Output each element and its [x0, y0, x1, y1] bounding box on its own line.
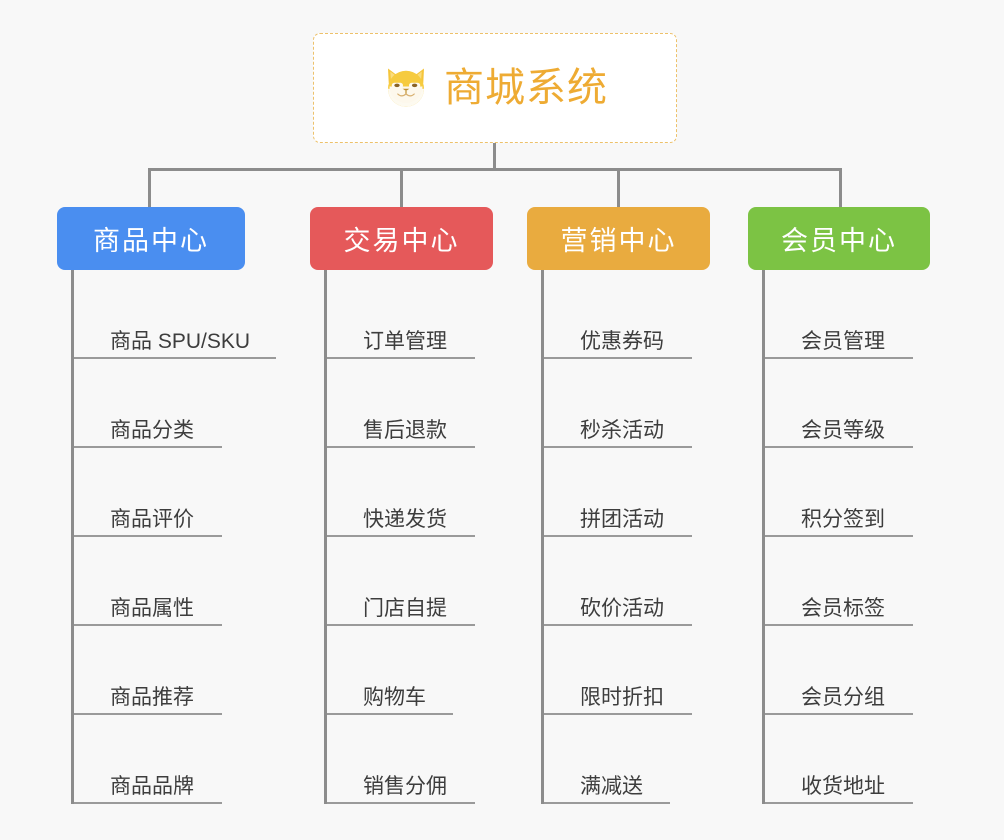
list-item[interactable]: 门店自提	[327, 537, 493, 626]
branch-column-member: 会员中心 会员管理 会员等级 积分签到 会员标签 会员分组	[748, 207, 930, 804]
branch-header-label: 会员中心	[781, 226, 897, 256]
list-item[interactable]: 销售分佣	[327, 715, 493, 804]
branch-header-marketing[interactable]: 营销中心	[527, 207, 710, 270]
leaf-underline	[327, 535, 475, 537]
leaf-underline	[765, 713, 913, 715]
list-item[interactable]: 收货地址	[765, 715, 930, 804]
leaf-label: 销售分佣	[363, 774, 447, 798]
leaf-underline	[74, 713, 222, 715]
branch-header-label: 商品中心	[93, 226, 209, 256]
list-item[interactable]: 商品 SPU/SKU	[74, 270, 276, 359]
leaf-label: 购物车	[363, 685, 426, 709]
leaf-underline	[544, 357, 692, 359]
leaf-label: 优惠券码	[580, 329, 664, 353]
connector-horizontal-bus	[148, 168, 842, 171]
leaf-underline	[765, 535, 913, 537]
list-item[interactable]: 限时折扣	[544, 626, 710, 715]
leaf-label: 秒杀活动	[580, 418, 664, 442]
leaf-underline	[544, 802, 670, 804]
list-item[interactable]: 砍价活动	[544, 537, 710, 626]
leaf-underline	[74, 535, 222, 537]
list-item[interactable]: 快递发货	[327, 448, 493, 537]
leaf-underline	[544, 624, 692, 626]
leaf-underline	[765, 624, 913, 626]
root-title: 商城系统	[444, 66, 608, 110]
leaf-label: 限时折扣	[580, 685, 664, 709]
leaf-underline	[544, 713, 692, 715]
leaf-label: 商品评价	[110, 507, 194, 531]
leaf-label: 商品属性	[110, 596, 194, 620]
leaf-label: 会员等级	[801, 418, 885, 442]
shiba-dog-icon	[388, 68, 424, 107]
leaf-label: 满减送	[580, 774, 643, 798]
leaf-underline	[765, 357, 913, 359]
leaf-label: 砍价活动	[580, 596, 664, 620]
leaf-underline	[327, 446, 475, 448]
branch-column-product: 商品中心 商品 SPU/SKU 商品分类 商品评价 商品属性 商品推荐	[57, 207, 276, 804]
leaf-underline	[765, 802, 913, 804]
list-item[interactable]: 秒杀活动	[544, 359, 710, 448]
connector-drop-2	[400, 168, 403, 207]
leaf-label: 会员管理	[801, 329, 885, 353]
leaf-underline	[327, 357, 475, 359]
list-item[interactable]: 会员管理	[765, 270, 930, 359]
list-item[interactable]: 优惠券码	[544, 270, 710, 359]
connector-drop-1	[148, 168, 151, 207]
list-item[interactable]: 会员标签	[765, 537, 930, 626]
leaf-underline	[74, 446, 222, 448]
list-item[interactable]: 拼团活动	[544, 448, 710, 537]
branch-column-trade: 交易中心 订单管理 售后退款 快递发货 门店自提 购物车	[310, 207, 493, 804]
branch-column-marketing: 营销中心 优惠券码 秒杀活动 拼团活动 砍价活动 限时折扣	[527, 207, 710, 804]
leaf-underline	[74, 357, 276, 359]
list-item[interactable]: 商品属性	[74, 537, 245, 626]
branch-header-member[interactable]: 会员中心	[748, 207, 930, 270]
list-item[interactable]: 商品分类	[74, 359, 245, 448]
list-item[interactable]: 会员分组	[765, 626, 930, 715]
list-item[interactable]: 商品评价	[74, 448, 245, 537]
connector-drop-3	[617, 168, 620, 207]
leaf-underline	[74, 624, 222, 626]
branch-header-label: 交易中心	[343, 226, 460, 256]
branch-spine-trade: 订单管理 售后退款 快递发货 门店自提 购物车 销售分佣	[324, 270, 493, 804]
branch-spine-product: 商品 SPU/SKU 商品分类 商品评价 商品属性 商品推荐 商品品牌	[71, 270, 276, 804]
leaf-underline	[765, 446, 913, 448]
leaf-label: 商品推荐	[110, 685, 194, 709]
leaf-label: 门店自提	[363, 596, 447, 620]
leaf-underline	[74, 802, 222, 804]
list-item[interactable]: 商品推荐	[74, 626, 245, 715]
leaf-label: 收货地址	[801, 774, 885, 798]
leaf-underline	[327, 624, 475, 626]
branch-spine-member: 会员管理 会员等级 积分签到 会员标签 会员分组 收货地址	[762, 270, 930, 804]
connector-drop-4	[839, 168, 842, 207]
list-item[interactable]: 积分签到	[765, 448, 930, 537]
branch-header-trade[interactable]: 交易中心	[310, 207, 493, 270]
leaf-label: 商品品牌	[110, 774, 194, 798]
list-item[interactable]: 会员等级	[765, 359, 930, 448]
branch-header-product[interactable]: 商品中心	[57, 207, 245, 270]
connector-root-stem	[493, 143, 496, 170]
leaf-underline	[327, 802, 475, 804]
leaf-underline	[544, 446, 692, 448]
leaf-label: 会员标签	[801, 596, 885, 620]
leaf-underline	[327, 713, 453, 715]
leaf-underline	[544, 535, 692, 537]
list-item[interactable]: 购物车	[327, 626, 493, 715]
leaf-label: 会员分组	[801, 685, 885, 709]
leaf-label: 商品 SPU/SKU	[110, 329, 251, 353]
leaf-label: 拼团活动	[580, 507, 664, 531]
leaf-label: 积分签到	[801, 507, 885, 531]
leaf-label: 快递发货	[363, 507, 447, 531]
list-item[interactable]: 满减送	[544, 715, 710, 804]
leaf-label: 商品分类	[110, 418, 194, 442]
branch-spine-marketing: 优惠券码 秒杀活动 拼团活动 砍价活动 限时折扣 满减送	[541, 270, 710, 804]
list-item[interactable]: 订单管理	[327, 270, 493, 359]
leaf-label: 订单管理	[363, 329, 447, 353]
leaf-label: 售后退款	[363, 418, 447, 442]
branch-header-label: 营销中心	[560, 226, 677, 256]
list-item[interactable]: 商品品牌	[74, 715, 245, 804]
root-node[interactable]: 商城系统	[313, 33, 677, 143]
list-item[interactable]: 售后退款	[327, 359, 493, 448]
